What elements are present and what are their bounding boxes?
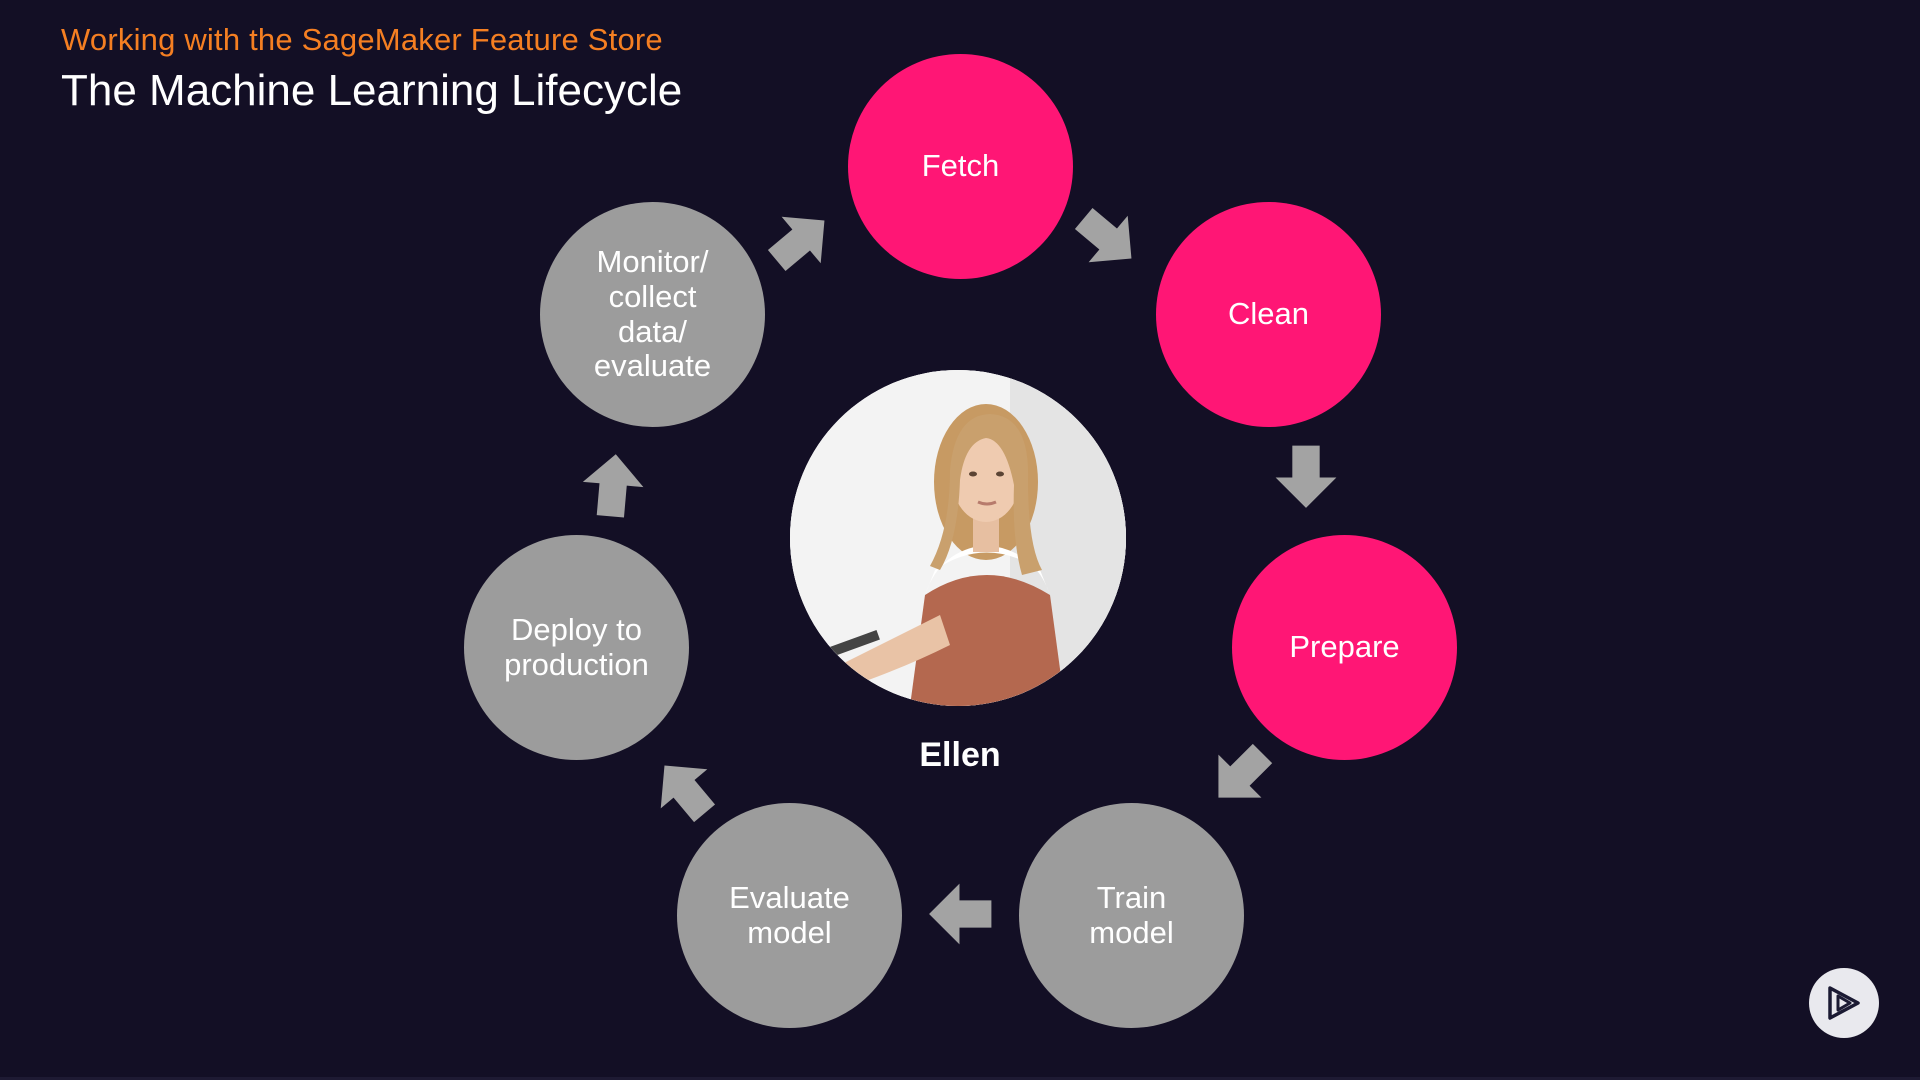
- slide-title: The Machine Learning Lifecycle: [61, 66, 683, 115]
- step-deploy-to-production: Deploy to production: [464, 535, 689, 760]
- persona-photo: [790, 370, 1126, 706]
- progress-track: [0, 1077, 1920, 1080]
- arrow-train-to-evaluate-icon: [923, 876, 999, 952]
- arrow-deploy-to-monitor-icon: [572, 445, 654, 527]
- arrow-evaluate-to-deploy-icon: [631, 736, 738, 843]
- step-prepare: Prepare: [1232, 535, 1457, 760]
- step-evaluate-model: Evaluate model: [677, 803, 902, 1028]
- arrow-prepare-to-train-icon: [1187, 721, 1294, 828]
- play-button[interactable]: [1809, 968, 1879, 1038]
- step-clean: Clean: [1156, 202, 1381, 427]
- arrow-monitor-to-fetch-icon: [746, 187, 853, 294]
- step-monitor-collect-evaluate: Monitor/ collect data/ evaluate: [540, 202, 765, 427]
- arrow-fetch-to-clean-icon: [1053, 184, 1160, 291]
- arrow-clean-to-prepare-icon: [1268, 438, 1344, 514]
- step-fetch: Fetch: [848, 54, 1073, 279]
- play-logo-icon: [1828, 986, 1860, 1020]
- persona-name: Ellen: [919, 736, 1001, 774]
- step-train-model: Train model: [1019, 803, 1244, 1028]
- slide-subtitle: Working with the SageMaker Feature Store: [61, 22, 663, 57]
